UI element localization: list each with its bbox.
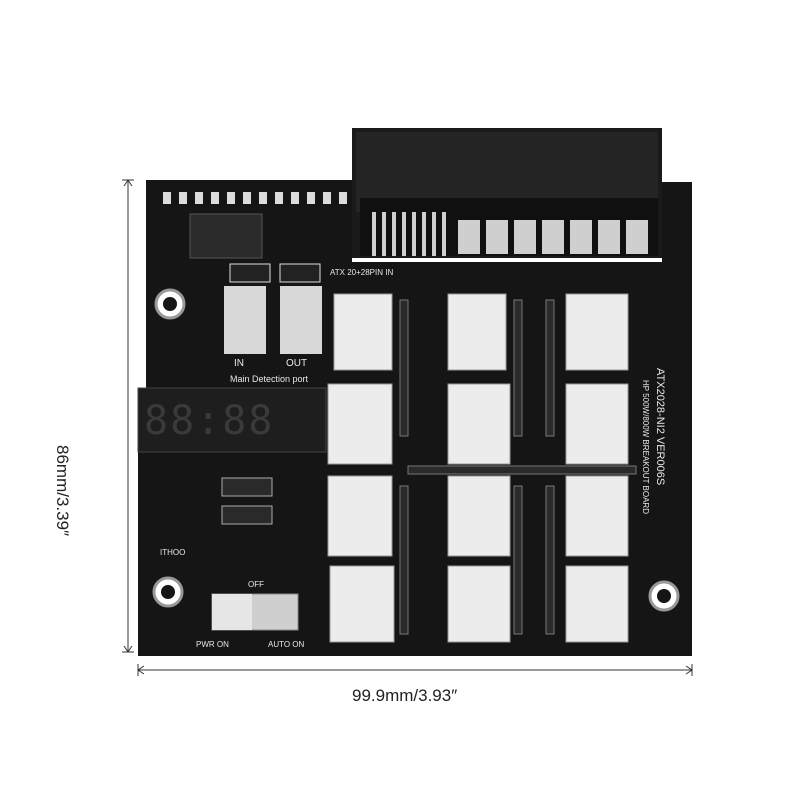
auto-on-label: AUTO ON [268, 640, 305, 649]
out-connector [280, 286, 322, 354]
seven-segment-display [137, 387, 327, 453]
off-label: OFF [248, 580, 264, 589]
brand-label: ITHOO [160, 548, 186, 557]
atx-connector-pins [372, 212, 648, 256]
jumper-strips [399, 299, 637, 635]
in-label: IN [234, 358, 244, 369]
detection-label: Main Detection port [230, 374, 309, 384]
display-digits: 88:88 [144, 398, 275, 444]
fuse-dd2 [279, 263, 321, 283]
relay-chip [189, 213, 263, 259]
pcie-connectors [327, 293, 629, 643]
connector-label: ATX 20+28PIN IN [330, 268, 394, 277]
height-dimension-label: 86mm/3.39″ [53, 445, 72, 537]
led-row [163, 192, 347, 204]
out-label: OUT [286, 358, 308, 369]
in-connector [224, 286, 266, 354]
board-title-line1: ATX2028-NI2 VER006S [654, 368, 666, 486]
fuse-dd1 [229, 263, 271, 283]
ic-chip-1 [221, 477, 273, 497]
width-dimension-line [137, 664, 693, 676]
width-dimension-label: 99.9mm/3.93″ [352, 686, 458, 705]
ic-chip-2 [221, 505, 273, 525]
board-title-line2: HP 500W/800W BREAKOUT BOARD [641, 380, 650, 514]
pwr-on-label: PWR ON [196, 640, 229, 649]
height-dimension-line [122, 179, 134, 653]
